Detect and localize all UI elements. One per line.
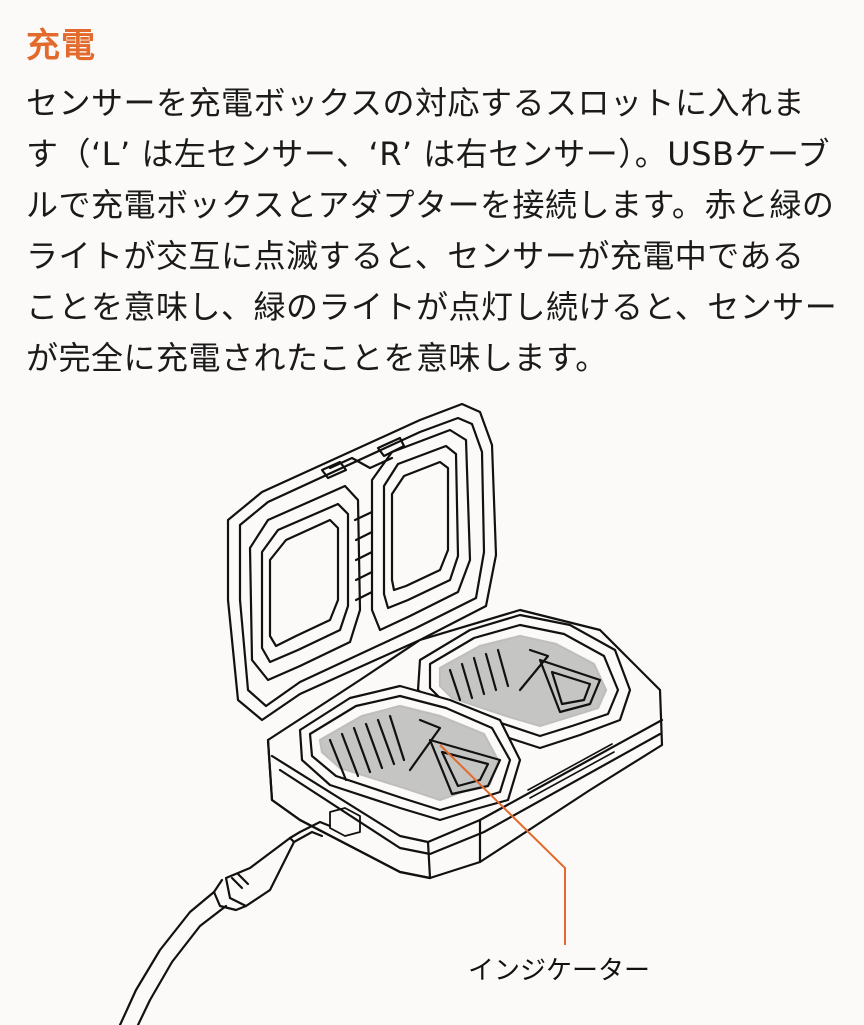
paragraph-line: す（‘L’ は左センサー、‘R’ は右センサー）。USBケーブ — [26, 135, 831, 173]
charging-box-illustration — [118, 402, 664, 1025]
paragraph-line: が完全に充電されたことを意味します。 — [26, 339, 608, 377]
case-lid — [226, 402, 498, 722]
usb-cable — [118, 820, 332, 1025]
instruction-paragraph: センサーを充電ボックスの対応するスロットに入れま す（‘L’ は左センサー、‘R… — [26, 78, 846, 384]
paragraph-line: センサーを充電ボックスの対応するスロットに入れま — [26, 84, 806, 122]
indicator-label: インジケーター — [468, 956, 651, 986]
paragraph-line: ことを意味し、緑のライトが点灯し続けると、センサー — [26, 288, 838, 326]
sensor-left — [298, 684, 522, 822]
section-heading: 充電 — [26, 26, 96, 66]
paragraph-line: ルで充電ボックスとアダプターを接続します。赤と緑の — [26, 186, 835, 224]
paragraph-line: ライトが交互に点滅すると、センサーが充電中である — [26, 237, 805, 275]
indicator-leader-line — [439, 744, 566, 945]
